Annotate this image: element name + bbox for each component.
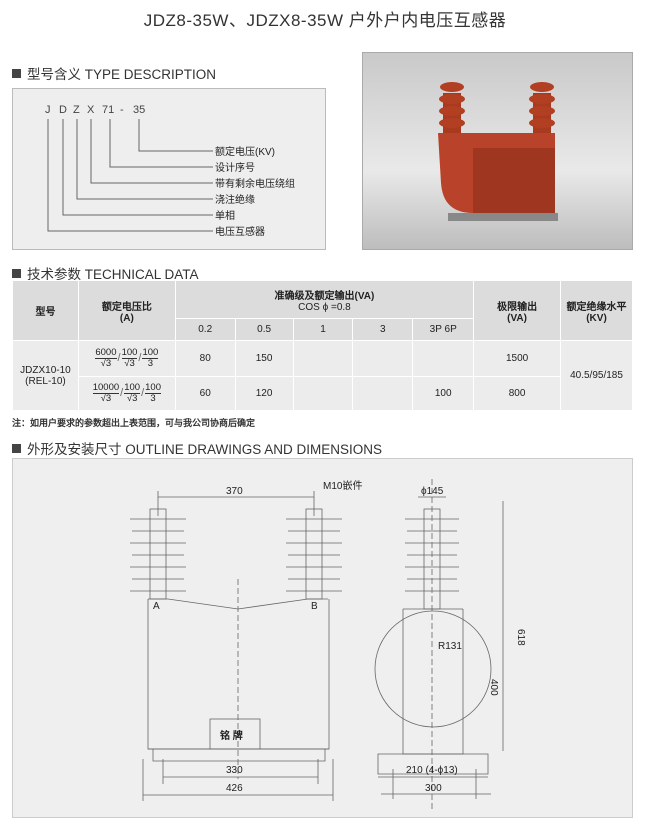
- dim-330: 330: [226, 765, 243, 776]
- section-title: 外形及安装尺寸 OUTLINE DRAWINGS AND DIMENSIONS: [27, 442, 383, 457]
- ratio-den: 3: [150, 393, 156, 404]
- dim-210: 210 (4-ϕ13): [406, 765, 458, 776]
- meaning: 浇注绝缘: [215, 193, 255, 206]
- dim-426: 426: [226, 783, 243, 794]
- label-m10: M10嵌件: [323, 480, 362, 492]
- code-letter: 71: [102, 104, 114, 116]
- code-letter: -: [120, 104, 124, 116]
- header-ratio-unit: (A): [119, 312, 134, 324]
- value-cell: 120: [234, 376, 294, 411]
- dim-400: 400: [488, 679, 499, 696]
- section-title: 技术参数 TECHNICAL DATA: [27, 267, 199, 282]
- transformer-image: [438, 82, 558, 221]
- model-cell: JDZX10-10(REL-10): [12, 340, 79, 411]
- accuracy-class: 0.2: [174, 318, 236, 341]
- ratio-den: √3: [100, 393, 112, 404]
- dim-300: 300: [425, 783, 442, 794]
- nameplate-label: 铭 牌: [220, 729, 243, 742]
- left-insulator: [130, 508, 186, 600]
- code-letter: D: [59, 104, 67, 116]
- accuracy-class: 0.5: [234, 318, 294, 341]
- value-cell: [352, 376, 414, 411]
- accuracy-class: 3: [352, 318, 414, 341]
- table-note: 注：如用户要求的参数超出上表范围，可与我公司协商后确定: [12, 418, 256, 428]
- value-cell: [292, 340, 354, 377]
- meaning: 带有剩余电压绕组: [215, 177, 295, 190]
- header-insulation-label: 额定绝缘水平: [566, 301, 627, 313]
- dim-r131: R131: [438, 641, 462, 652]
- header-accuracy-label: 准确级及额定输出(VA): [274, 290, 375, 302]
- dim-370: 370: [226, 486, 243, 497]
- value-cell: 100: [412, 376, 475, 411]
- meaning: 设计序号: [215, 161, 255, 174]
- header-limit-label: 极限输出: [497, 301, 538, 313]
- header-ratio-label: 额定电压比: [101, 301, 152, 313]
- code-letter: Z: [73, 104, 80, 116]
- technical-data-table: 型号 额定电压比(A) 准确级及额定输出(VA)COS ϕ =0.8 极限输出(…: [12, 280, 633, 411]
- outline-drawing: 370 M10嵌件 A B 铭 牌 330 426 ϕ145 R131 618 …: [130, 479, 526, 809]
- label-b: B: [311, 601, 318, 612]
- front-view: [130, 491, 342, 801]
- ratio-num: 10000: [92, 382, 120, 394]
- section-technical-data: 技术参数 TECHNICAL DATA: [12, 263, 199, 283]
- value-cell: [412, 340, 475, 377]
- dim-diameter-145: ϕ145: [421, 486, 444, 497]
- meaning: 额定电压(KV): [215, 145, 275, 158]
- side-view: [374, 479, 504, 809]
- ratio-num: 100: [124, 382, 141, 394]
- meaning: 电压互感器: [215, 225, 265, 238]
- insulation-cell: 40.5/95/185: [560, 340, 633, 411]
- type-code-diagram: J D Z X 71 - 35 额定电压(KV) 设计序号 带有剩余电压绕组 浇…: [45, 104, 295, 238]
- value-cell: 80: [174, 340, 236, 377]
- header-limit: 极限输出(VA): [473, 280, 561, 341]
- product-photo: [362, 52, 633, 250]
- header-model: 型号: [12, 280, 79, 341]
- code-letter: X: [87, 104, 95, 116]
- value-cell: [352, 340, 414, 377]
- code-letter: J: [45, 104, 51, 116]
- header-limit-unit: (VA): [507, 312, 527, 324]
- accuracy-class: 1: [292, 318, 354, 341]
- model-name: JDZX10-10: [20, 364, 71, 376]
- accuracy-class: 3P 6P: [412, 318, 475, 341]
- section-outline: 外形及安装尺寸 OUTLINE DRAWINGS AND DIMENSIONS: [12, 438, 382, 458]
- ratio-num: 100: [142, 347, 159, 359]
- value-cell: 150: [234, 340, 294, 377]
- model-alt: (REL-10): [25, 375, 66, 387]
- header-insulation-unit: (KV): [586, 312, 607, 324]
- dim-618: 618: [515, 629, 526, 646]
- ratio-num: 6000: [95, 347, 117, 359]
- ratio-den: 3: [147, 358, 154, 369]
- ratio-num: 100: [121, 347, 138, 359]
- header-accuracy: 准确级及额定输出(VA)COS ϕ =0.8: [174, 280, 475, 319]
- ratio-den: √3: [126, 393, 138, 404]
- ratio-den: √3: [124, 358, 135, 369]
- value-cell: 60: [174, 376, 236, 411]
- limit-cell: 800: [473, 376, 561, 411]
- page-title: JDZ8-35W、JDZX8-35W 户外户内电压互感器: [143, 11, 507, 30]
- ratio-num: 100: [145, 382, 161, 394]
- limit-cell: 1500: [473, 340, 561, 377]
- outline-drawing-box: 370 M10嵌件 A B 铭 牌 330 426 ϕ145 R131 618 …: [12, 458, 633, 818]
- header-cos: COS ϕ =0.8: [298, 301, 351, 313]
- type-description-box: J D Z X 71 - 35 额定电压(KV) 设计序号 带有剩余电压绕组 浇…: [12, 88, 326, 250]
- code-letter: 35: [133, 104, 145, 116]
- value-cell: [292, 376, 354, 411]
- header-ratio: 额定电压比(A): [77, 280, 176, 341]
- section-type-description: 型号含义 TYPE DESCRIPTION: [12, 63, 216, 83]
- header-insulation: 额定绝缘水平(KV): [560, 280, 633, 341]
- section-title: 型号含义 TYPE DESCRIPTION: [27, 67, 217, 82]
- right-insulator: [286, 508, 342, 600]
- label-a: A: [153, 601, 160, 612]
- ratio-den: √3: [100, 358, 112, 369]
- meaning: 单相: [215, 209, 235, 222]
